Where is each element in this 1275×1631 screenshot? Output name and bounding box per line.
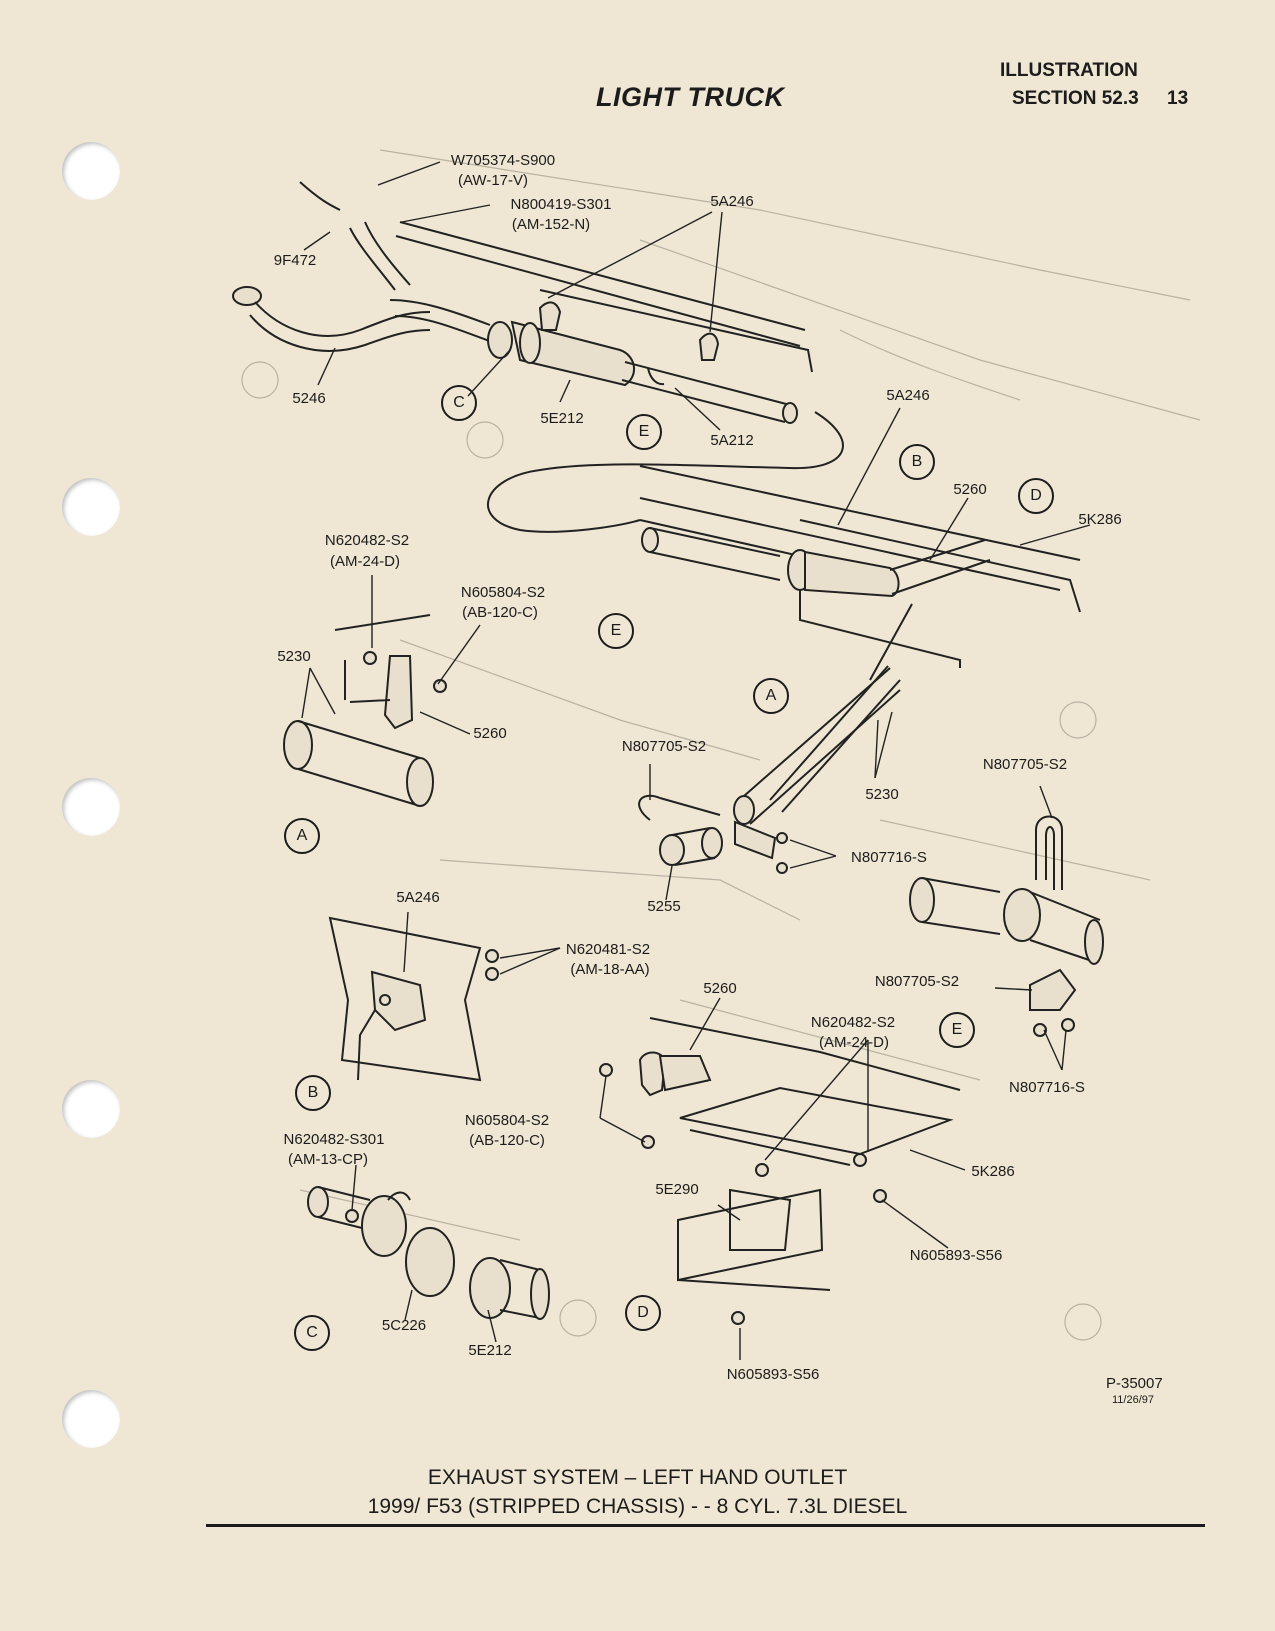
detail-a-art <box>283 614 447 807</box>
bleed-through-lines <box>241 149 1201 1341</box>
middle-clamp-art <box>638 794 788 874</box>
part-label-n807716-e: N807716-S <box>1009 1079 1085 1096</box>
part-label-n800419: N800419-S301 <box>510 196 612 213</box>
part-label-am152n: (AM-152-N) <box>511 216 591 233</box>
part-label-n605804-d: N605804-S2 <box>464 1112 550 1129</box>
part-label-5230-a: 5230 <box>277 648 311 665</box>
section-number: SECTION 52.3 <box>1012 88 1139 109</box>
view-marker-a: A <box>753 678 789 714</box>
part-label-am24d-d: (AM-24-D) <box>819 1034 889 1051</box>
detail-d-art <box>599 1017 961 1325</box>
part-label-n620482-d: N620482-S2 <box>810 1014 896 1031</box>
detail-e-art <box>909 815 1104 1037</box>
view-marker-b: B <box>899 444 935 480</box>
caption-title: EXHAUST SYSTEM – LEFT HAND OUTLET <box>427 1466 848 1489</box>
part-label-5230-mid: 5230 <box>865 786 899 803</box>
part-label-5a246-mid: 5A246 <box>886 387 930 404</box>
part-label-n620482-a: N620482-S2 <box>324 532 410 549</box>
part-label-5e212-top: 5E212 <box>540 410 584 427</box>
page-title: LIGHT TRUCK <box>596 82 785 112</box>
part-label-5k286-top: 5K286 <box>1078 511 1122 528</box>
detail-view-b: B <box>295 1075 331 1111</box>
part-label-am13cp: (AM-13-CP) <box>287 1151 369 1168</box>
frame-rail-assembly <box>639 465 1081 825</box>
detail-view-e: E <box>939 1012 975 1048</box>
part-label-ab120c-a: (AB-120-C) <box>462 604 538 621</box>
leader-lines <box>301 161 1091 1360</box>
view-marker-d: D <box>1018 478 1054 514</box>
detail-view-a: A <box>284 818 320 854</box>
part-label-n620481: N620481-S2 <box>565 941 651 958</box>
caption-rule <box>206 1524 1205 1527</box>
upper-exhaust-assembly <box>232 181 813 424</box>
part-label-5260-mid: 5260 <box>953 481 987 498</box>
view-marker-e: E <box>626 414 662 450</box>
part-label-5a246-top: 5A246 <box>710 193 754 210</box>
part-label-n807705-e-top: N807705-S2 <box>982 756 1068 773</box>
view-marker-c: C <box>441 385 477 421</box>
part-label-9f472: 9F472 <box>273 252 317 269</box>
part-label-n620482-c: N620482-S301 <box>283 1131 385 1148</box>
page-number: 13 <box>1167 88 1189 109</box>
part-label-n605893-right: N605893-S56 <box>909 1247 1003 1264</box>
part-label-n807705-mid: N807705-S2 <box>621 738 707 755</box>
part-label-5k286-d: 5K286 <box>971 1163 1015 1180</box>
binder-hole <box>62 1080 120 1138</box>
part-label-5c226: 5C226 <box>381 1317 427 1334</box>
part-label-5e212-c: 5E212 <box>468 1342 512 1359</box>
part-label-5a212: 5A212 <box>710 432 754 449</box>
caption-subtitle: 1999/ F53 (STRIPPED CHASSIS) - - 8 CYL. … <box>367 1495 908 1518</box>
part-label-5255: 5255 <box>647 898 681 915</box>
routing-loop-line <box>487 411 844 533</box>
detail-view-c: C <box>294 1315 330 1351</box>
detail-view-d: D <box>625 1295 661 1331</box>
part-label-5260-a: 5260 <box>473 725 507 742</box>
part-label-5a246-b: 5A246 <box>396 889 440 906</box>
figure-date: 11/26/97 <box>1112 1394 1155 1406</box>
illustration-label: ILLUSTRATION <box>1000 60 1138 81</box>
part-label-n807716-mid: N807716-S <box>851 849 927 866</box>
part-label-aw17v: (AW-17-V) <box>457 172 529 189</box>
part-label-ab120c-d: (AB-120-C) <box>469 1132 545 1149</box>
figure-number: P-35007 <box>1106 1375 1163 1392</box>
binder-hole <box>62 778 120 836</box>
part-label-am18aa: (AM-18-AA) <box>570 961 650 978</box>
part-label-n605893-bottom: N605893-S56 <box>726 1366 820 1383</box>
part-label-5260-d: 5260 <box>703 980 737 997</box>
detail-c-art <box>307 1186 550 1320</box>
view-marker-e: E <box>598 613 634 649</box>
binder-hole <box>62 1390 120 1448</box>
part-label-w705374: W705374-S900 <box>450 152 556 169</box>
binder-hole <box>62 478 120 536</box>
part-label-5e290: 5E290 <box>655 1181 699 1198</box>
part-label-5246: 5246 <box>292 390 326 407</box>
part-label-n605804-a: N605804-S2 <box>460 584 546 601</box>
detail-b-art <box>328 916 499 1082</box>
part-label-n807705-e: N807705-S2 <box>874 973 960 990</box>
part-label-am24d-a: (AM-24-D) <box>330 553 400 570</box>
binder-hole <box>62 142 120 200</box>
